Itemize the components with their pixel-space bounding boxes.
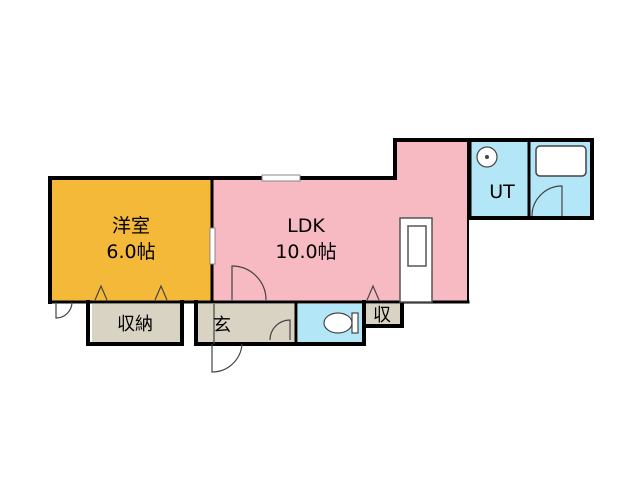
door-swings — [55, 185, 563, 373]
western-room — [50, 180, 212, 302]
small-storage-label: 収 — [373, 305, 391, 326]
small-storage — [364, 304, 400, 326]
ldk-label: LDK — [287, 215, 325, 237]
closet-label: 収納 — [117, 314, 153, 335]
walls — [48, 138, 594, 346]
toilet — [323, 312, 359, 334]
kitchen-counter — [399, 217, 433, 303]
closet — [92, 304, 180, 342]
ldk-size: 10.0帖 — [275, 241, 336, 263]
closet-door-markers — [94, 284, 380, 301]
window — [261, 174, 301, 182]
entrance-label: 玄 — [213, 315, 231, 336]
unit-bath-label: UT — [489, 181, 515, 203]
western-room-size: 6.0帖 — [106, 241, 155, 263]
partition-slider — [209, 227, 216, 265]
bathtub — [535, 145, 587, 177]
western-room-label: 洋室 — [112, 215, 150, 237]
